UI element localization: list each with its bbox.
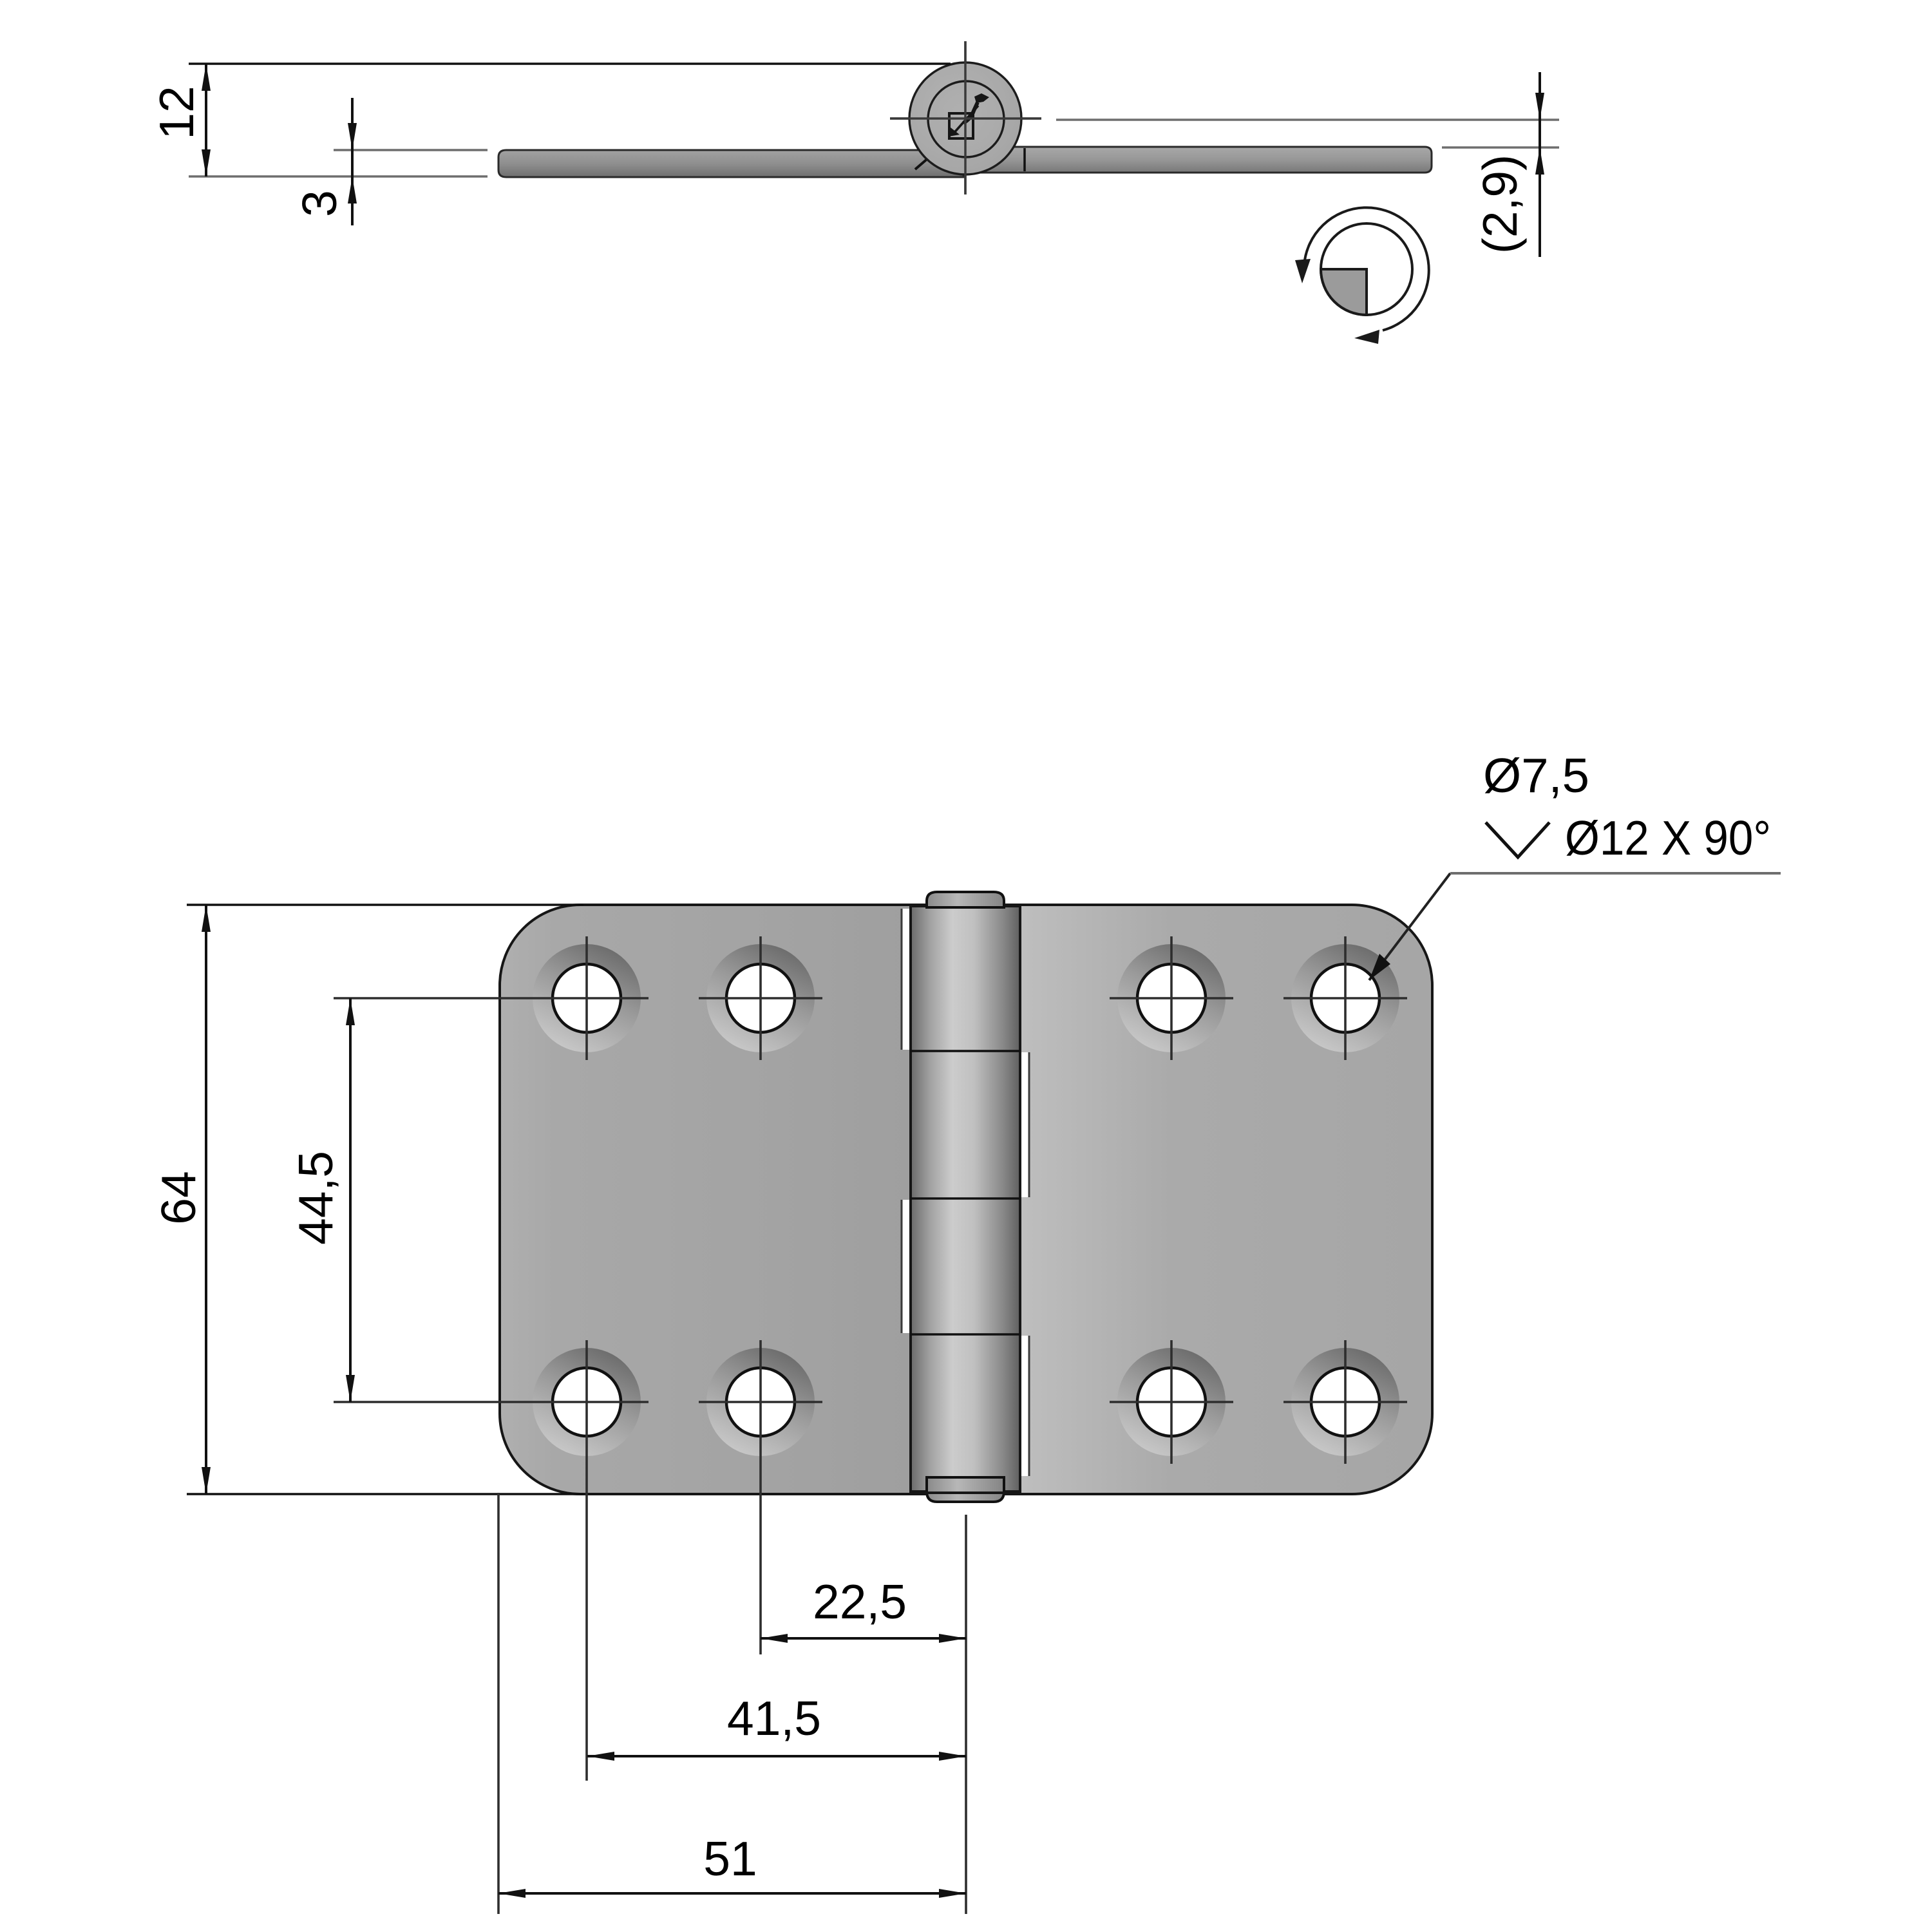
svg-text:Ø12 X 90°: Ø12 X 90° <box>1565 811 1771 865</box>
svg-text:(2,9): (2,9) <box>1473 155 1527 254</box>
svg-text:64: 64 <box>151 1171 205 1224</box>
svg-text:22,5: 22,5 <box>813 1575 907 1629</box>
svg-text:12: 12 <box>149 86 204 139</box>
svg-text:3: 3 <box>292 190 346 217</box>
svg-text:41,5: 41,5 <box>727 1691 821 1745</box>
svg-text:44,5: 44,5 <box>289 1151 343 1245</box>
svg-text:51: 51 <box>703 1832 757 1886</box>
svg-text:Ø7,5: Ø7,5 <box>1483 748 1589 802</box>
